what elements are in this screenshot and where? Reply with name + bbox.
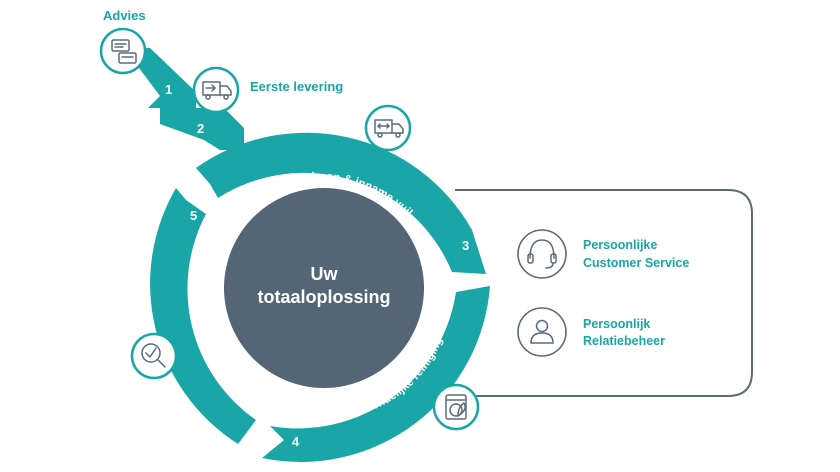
ribbon-step-2 (160, 108, 244, 150)
center-title-line2: totaaloplossing (257, 287, 390, 307)
washing-machine-icon (432, 383, 480, 431)
step-number-4: 4 (292, 434, 300, 449)
step-number-5: 5 (190, 208, 197, 223)
step-label-advies: Advies (103, 8, 146, 23)
ring-segment-5 (150, 188, 256, 444)
chat-bubbles-icon (99, 27, 147, 75)
center-title-line1: Uw (311, 264, 339, 284)
service-relation-line1: Persoonlijk (583, 317, 650, 331)
ring-segment-3 (196, 132, 486, 274)
step-number-1: 1 (165, 82, 172, 97)
inspection-magnifier-icon (130, 332, 178, 380)
headset-icon (517, 229, 567, 279)
service-relation-line2: Relatiebeheer (583, 334, 665, 348)
delivery-truck-icon (192, 66, 240, 114)
service-panel (455, 189, 753, 397)
service-customer-line1: Persoonlijke (583, 238, 657, 252)
service-customer-line2: Customer Service (583, 256, 689, 270)
step-number-2: 2 (197, 121, 204, 136)
ring-segment-4 (262, 286, 490, 462)
step-number-3: 3 (462, 238, 469, 253)
step-label-eerste-levering: Eerste levering (250, 79, 343, 94)
person-icon (517, 307, 567, 357)
exchange-truck-icon (364, 104, 412, 152)
center-disc (224, 188, 424, 388)
